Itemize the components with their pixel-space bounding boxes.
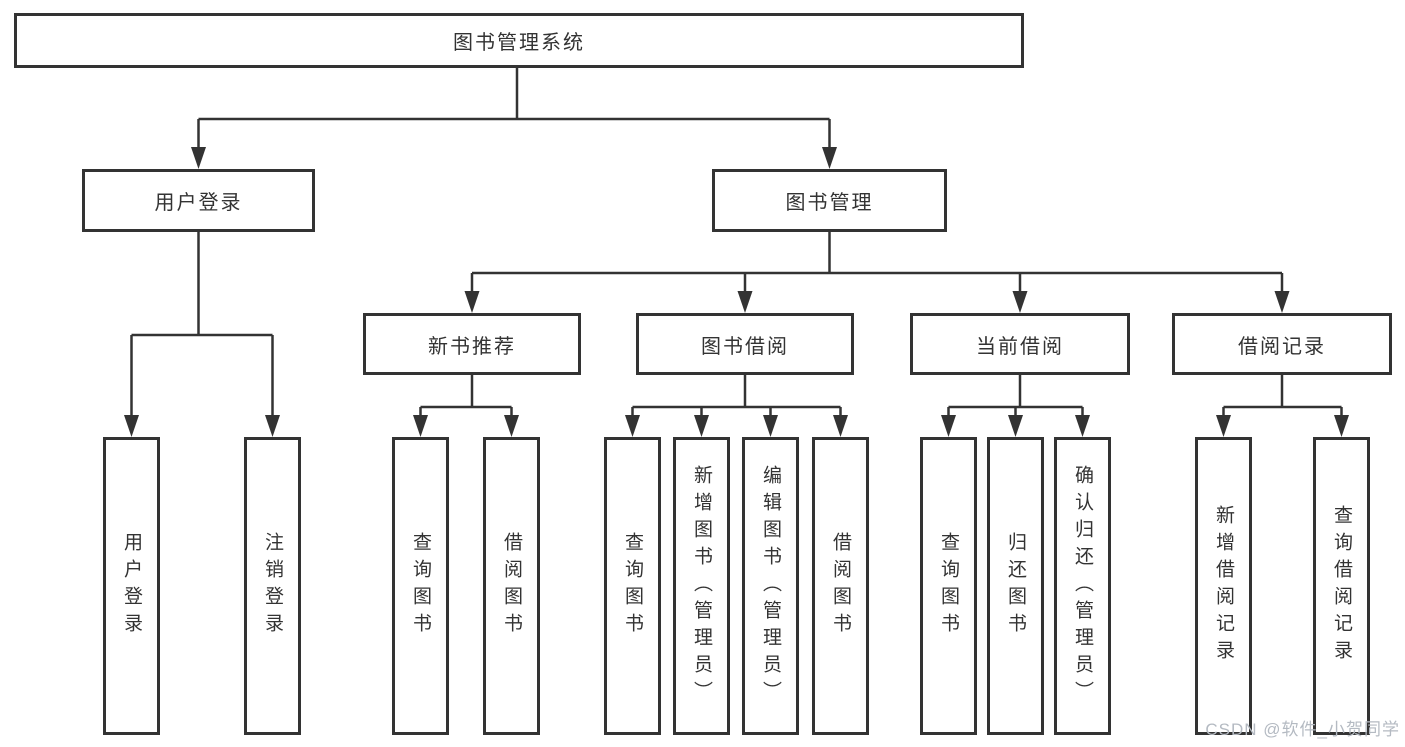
node-book-management: 图书管理 xyxy=(712,169,947,232)
arrowhead-icons xyxy=(124,147,1349,437)
leaf-query-book-2: 查询图书 xyxy=(604,437,661,735)
leaf-query-borrow-record-label: 查询借阅记录 xyxy=(1331,505,1352,667)
node-current-borrow-label: 当前借阅 xyxy=(976,335,1064,358)
leaf-query-book-3: 查询图书 xyxy=(920,437,977,735)
node-user-login-label: 用户登录 xyxy=(154,192,243,214)
leaf-add-borrow-record-label: 新增借阅记录 xyxy=(1213,505,1234,667)
leaf-user-login-label: 用户登录 xyxy=(121,532,142,640)
leaf-borrow-book-2-label: 借阅图书 xyxy=(830,532,851,640)
node-current-borrow: 当前借阅 xyxy=(910,313,1130,375)
leaf-edit-book-admin: 编辑图书（管理员） xyxy=(742,437,799,735)
node-book-borrow: 图书借阅 xyxy=(636,313,854,375)
csdn-watermark: CSDN @软件_小贺同学 xyxy=(1205,720,1400,739)
leaf-add-borrow-record: 新增借阅记录 xyxy=(1195,437,1252,735)
node-borrow-records-label: 借阅记录 xyxy=(1238,335,1326,358)
node-book-borrow-label: 图书借阅 xyxy=(701,335,789,358)
node-book-management-label: 图书管理 xyxy=(785,192,874,214)
leaf-borrow-book-1-label: 借阅图书 xyxy=(501,532,522,640)
leaf-logout: 注销登录 xyxy=(244,437,301,735)
leaf-confirm-return-admin: 确认归还（管理员） xyxy=(1054,437,1111,735)
leaf-logout-label: 注销登录 xyxy=(262,532,283,640)
node-new-book-recommend-label: 新书推荐 xyxy=(428,335,516,358)
leaf-query-book-2-label: 查询图书 xyxy=(622,532,643,640)
leaf-return-book-label: 归还图书 xyxy=(1005,532,1026,640)
leaf-borrow-book-1: 借阅图书 xyxy=(483,437,540,735)
leaf-query-book-1-label: 查询图书 xyxy=(410,532,431,640)
node-user-login: 用户登录 xyxy=(82,169,315,232)
leaf-add-book-admin-label: 新增图书（管理员） xyxy=(691,464,712,708)
leaf-borrow-book-2: 借阅图书 xyxy=(812,437,869,735)
leaf-query-borrow-record: 查询借阅记录 xyxy=(1313,437,1370,735)
leaf-user-login: 用户登录 xyxy=(103,437,160,735)
leaf-query-book-3-label: 查询图书 xyxy=(938,532,959,640)
node-root-label: 图书管理系统 xyxy=(453,32,585,54)
leaf-add-book-admin: 新增图书（管理员） xyxy=(673,437,730,735)
node-borrow-records: 借阅记录 xyxy=(1172,313,1392,375)
leaf-edit-book-admin-label: 编辑图书（管理员） xyxy=(760,464,781,708)
leaf-query-book-1: 查询图书 xyxy=(392,437,449,735)
leaf-return-book: 归还图书 xyxy=(987,437,1044,735)
node-new-book-recommend: 新书推荐 xyxy=(363,313,581,375)
node-root-system: 图书管理系统 xyxy=(14,13,1024,68)
leaf-confirm-return-admin-label: 确认归还（管理员） xyxy=(1072,464,1093,708)
